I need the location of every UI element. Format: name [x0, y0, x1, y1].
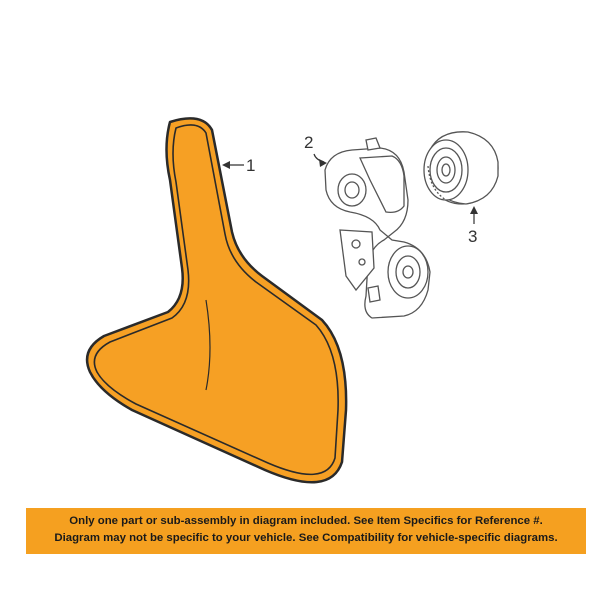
disclaimer-banner: Only one part or sub-assembly in diagram… — [26, 508, 586, 554]
serpentine-belt — [85, 117, 348, 484]
idler-pulley — [423, 131, 499, 205]
callout-1-label: 1 — [246, 156, 255, 175]
callout-2: 2 — [304, 133, 327, 167]
callout-3-label: 3 — [468, 227, 477, 246]
callout-1: 1 — [222, 156, 255, 175]
belt-tensioner — [324, 137, 431, 319]
callout-3: 3 — [468, 206, 478, 246]
disclaimer-line-2: Diagram may not be specific to your vehi… — [54, 532, 558, 544]
callout-2-label: 2 — [304, 133, 313, 152]
disclaimer-line-1: Only one part or sub-assembly in diagram… — [69, 515, 543, 527]
